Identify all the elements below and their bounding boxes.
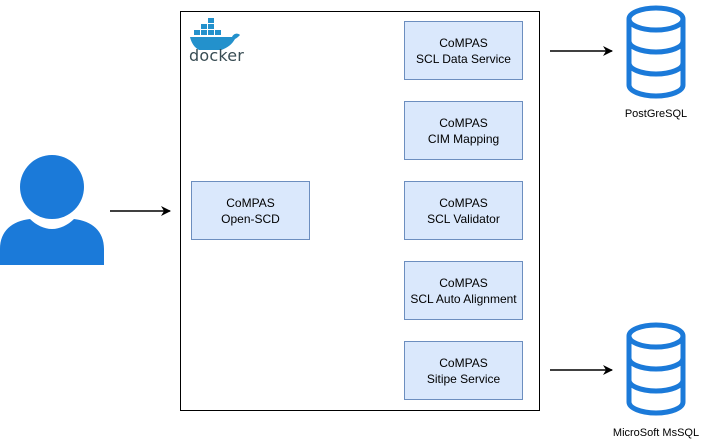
database-label-mssql: MicroSoft MsSQL xyxy=(612,427,700,439)
docker-label: docker xyxy=(189,46,245,65)
service-line1: CoMPAS xyxy=(439,115,488,130)
open-scd-line2: Open-SCD xyxy=(221,211,280,226)
user-icon xyxy=(0,155,104,265)
service-line2: CIM Mapping xyxy=(427,131,500,146)
service-cim-mapping: CoMPAS CIM Mapping xyxy=(404,101,523,160)
service-scl-auto-alignment: CoMPAS SCL Auto Alignment xyxy=(404,261,523,320)
database-label-postgresql: PostGreSQL xyxy=(624,108,688,120)
service-scl-data-service: CoMPAS SCL Data Service xyxy=(404,21,523,80)
service-line1: CoMPAS xyxy=(439,195,488,210)
open-scd-box: CoMPAS Open-SCD xyxy=(191,181,310,240)
docker-whale-icon xyxy=(190,18,240,50)
database-icon xyxy=(626,5,686,99)
open-scd-line1: CoMPAS xyxy=(226,195,275,210)
service-line1: CoMPAS xyxy=(439,355,488,370)
service-line2: SCL Auto Alignment xyxy=(410,291,517,306)
database-icon xyxy=(626,322,686,416)
service-sitipe-service: CoMPAS Sitipe Service xyxy=(404,341,523,400)
service-line1: CoMPAS xyxy=(439,35,488,50)
service-line2: SCL Validator xyxy=(427,211,500,226)
service-line2: SCL Data Service xyxy=(416,51,511,66)
service-scl-validator: CoMPAS SCL Validator xyxy=(404,181,523,240)
service-line1: CoMPAS xyxy=(439,275,488,290)
service-line2: Sitipe Service xyxy=(426,371,501,386)
